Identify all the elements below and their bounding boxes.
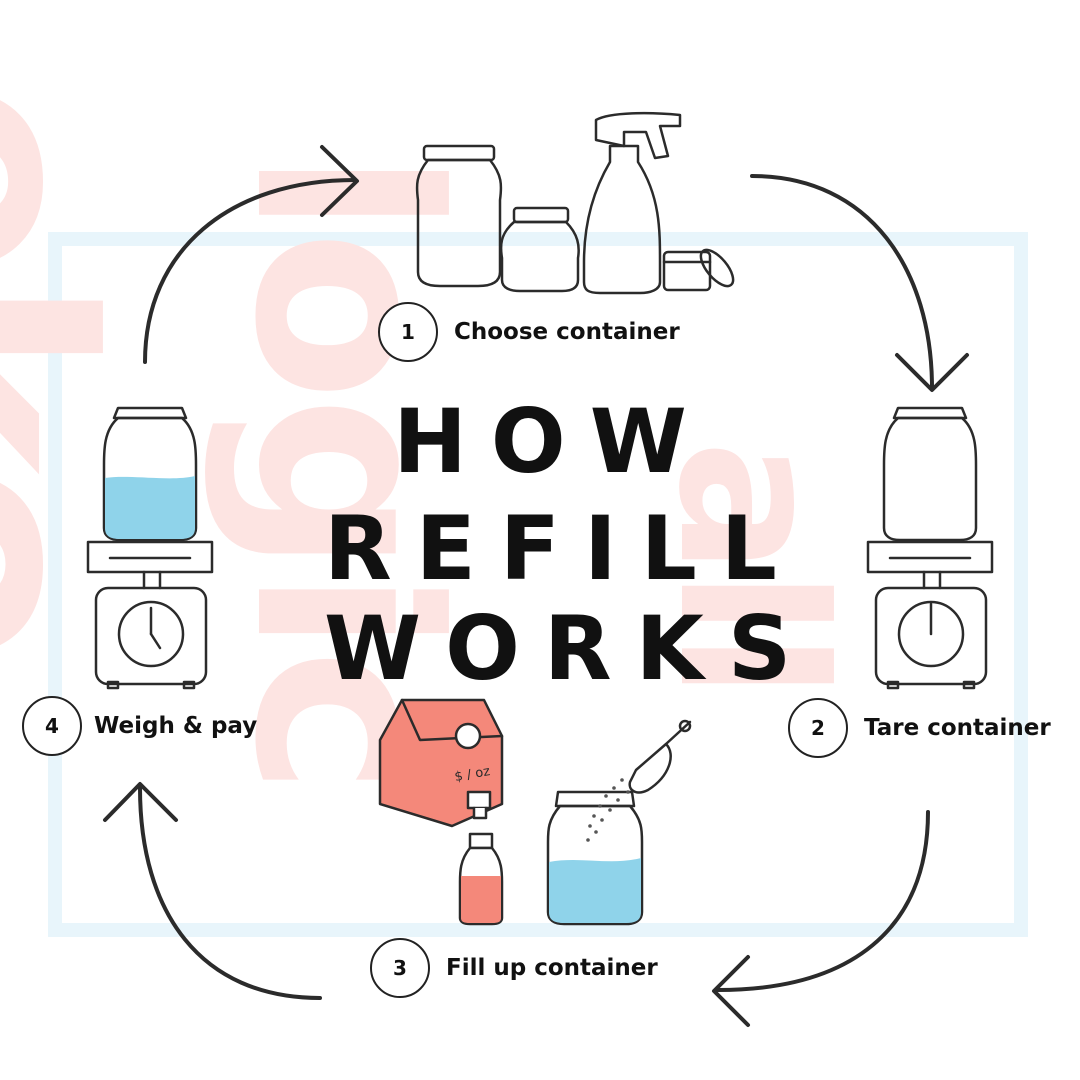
kitchen-scale-icon bbox=[86, 406, 214, 690]
scoop-icon bbox=[628, 719, 692, 794]
bottle-icon bbox=[458, 832, 504, 926]
step-number-badge: 3 bbox=[370, 938, 430, 998]
arrow-top-left bbox=[143, 145, 359, 364]
step-3: 3 Fill up container bbox=[370, 938, 658, 998]
step-number-badge: 2 bbox=[788, 698, 848, 758]
step-label: Tare container bbox=[864, 715, 1051, 741]
step-number-badge: 1 bbox=[378, 302, 438, 362]
heading-line-1: HOW bbox=[393, 390, 711, 493]
jar-icon bbox=[546, 790, 644, 926]
tin-icon bbox=[662, 248, 735, 292]
small-jar-icon bbox=[499, 206, 580, 293]
price-label: $ / oz bbox=[454, 764, 492, 785]
step-1: 1 Choose container bbox=[378, 302, 680, 362]
watermark-frame bbox=[48, 232, 1028, 937]
heading-line-3: WORKS bbox=[324, 597, 816, 700]
step-label: Fill up container bbox=[446, 955, 658, 981]
falling-grains bbox=[586, 778, 630, 842]
arrow-bottom-left bbox=[103, 782, 322, 1000]
arrow-top-right bbox=[750, 174, 969, 392]
spray-bottle-icon bbox=[582, 111, 682, 295]
liquid-dispenser-icon bbox=[378, 698, 504, 828]
step-number-badge: 4 bbox=[22, 696, 82, 756]
heading-line-2: REFILL bbox=[324, 497, 801, 600]
mason-jar-icon bbox=[415, 144, 503, 288]
arrow-bottom-right bbox=[712, 810, 930, 1027]
step-label: Choose container bbox=[454, 319, 680, 345]
step-2: 2 Tare container bbox=[788, 698, 1051, 758]
step-label: Weigh & pay bbox=[94, 713, 258, 739]
kitchen-scale-icon bbox=[866, 406, 994, 690]
step-4: 4 Weigh & pay bbox=[22, 696, 257, 756]
